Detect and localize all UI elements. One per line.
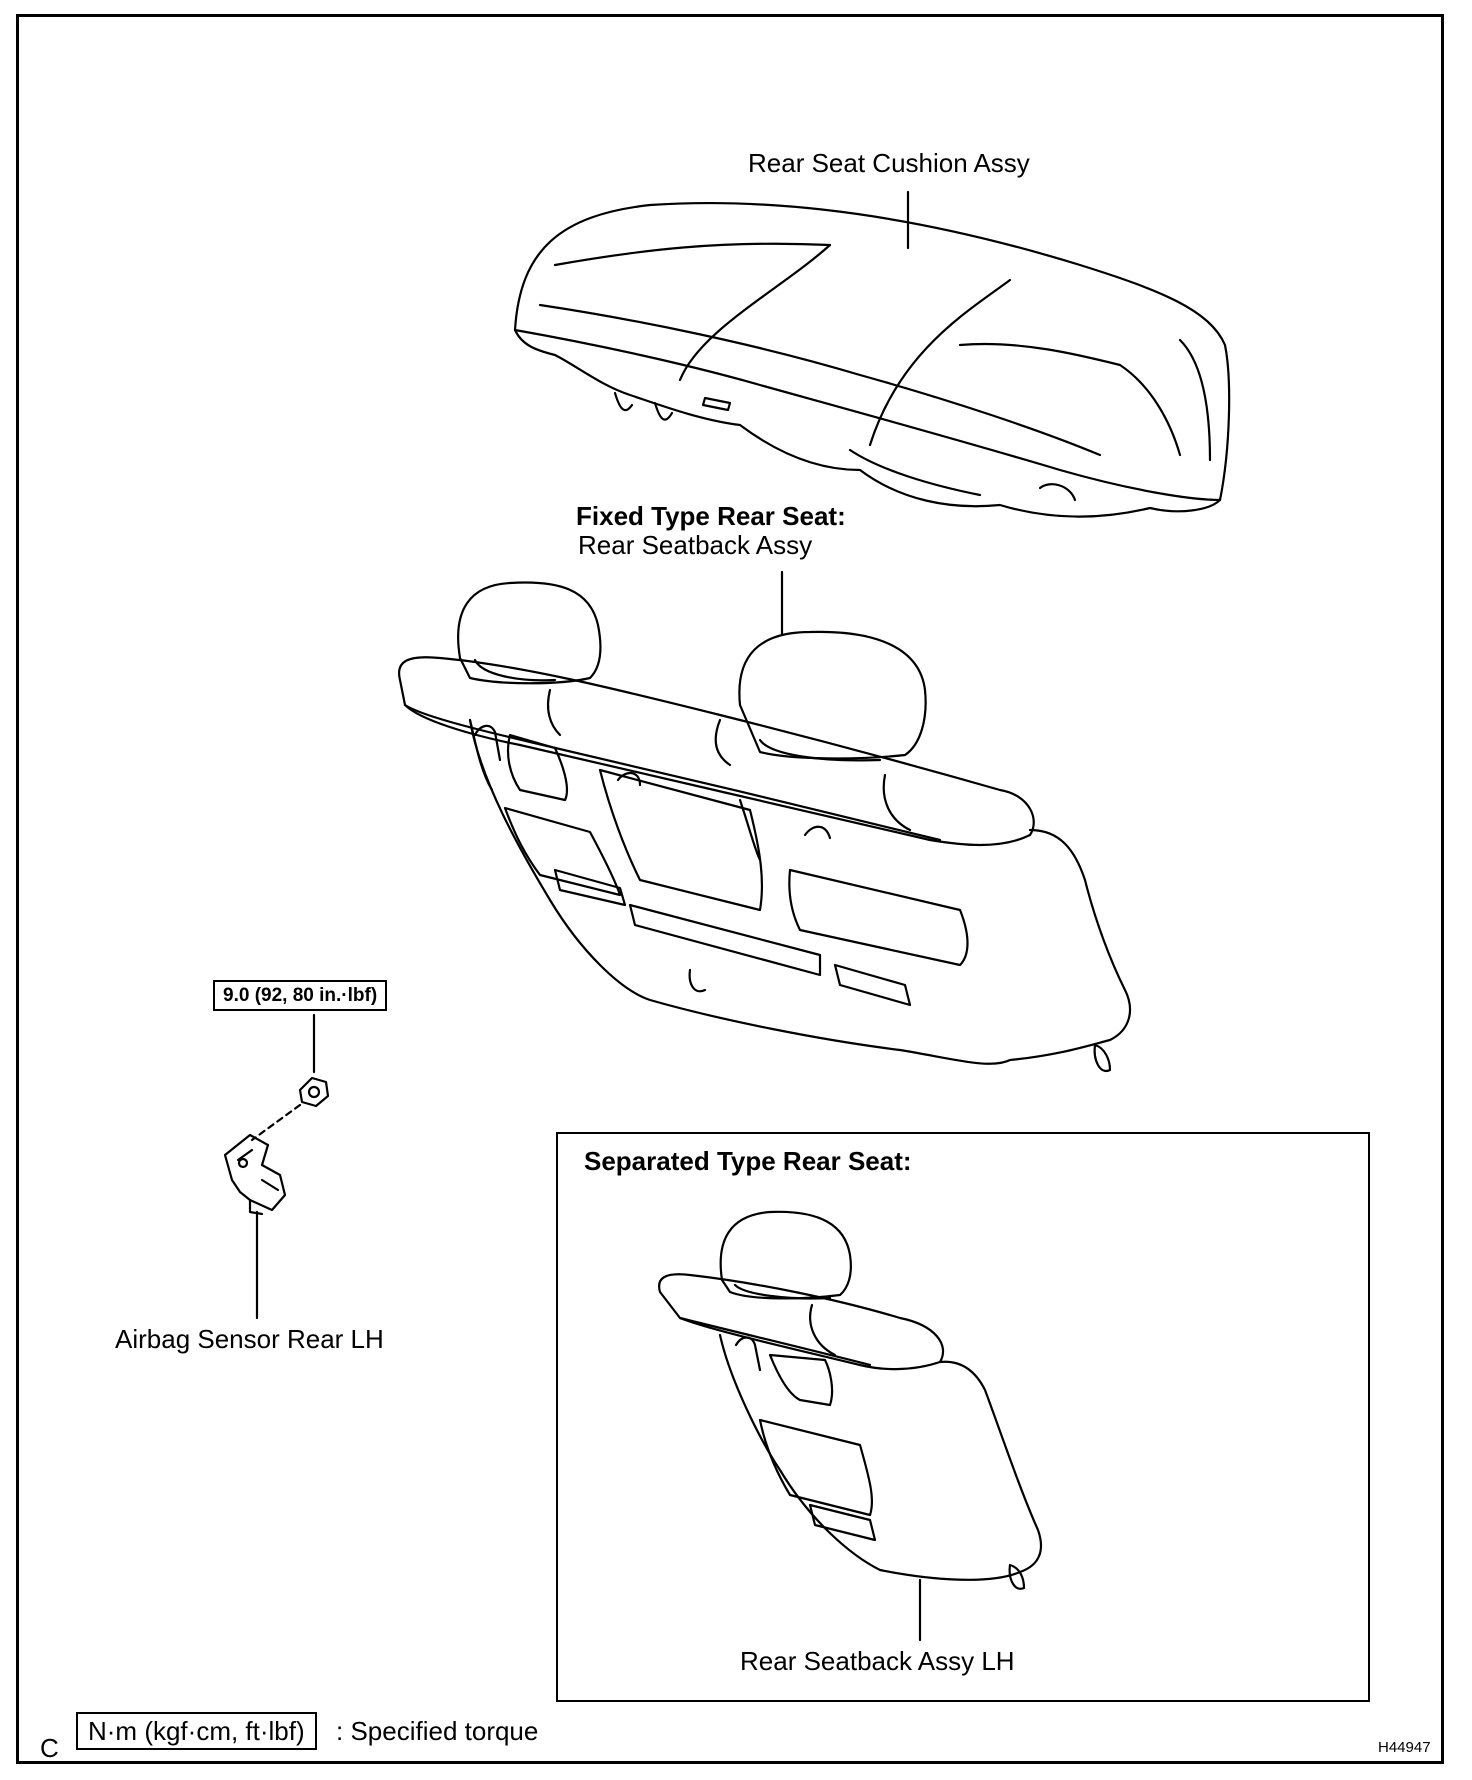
fixed-seatback-drawing	[397, 581, 1132, 1073]
separated-type-inset	[556, 1132, 1370, 1702]
legend-unit-box: N·m (kgf·cm, ft·lbf)	[76, 1712, 317, 1750]
nut-drawing	[298, 1076, 330, 1108]
diagram-frame	[16, 14, 1444, 1764]
airbag-sensor-label: Airbag Sensor Rear LH	[115, 1324, 384, 1354]
rear-seatback-lh-label: Rear Seatback Assy LH	[740, 1646, 1015, 1676]
bolt-dash-line	[250, 1103, 302, 1142]
legend-description: : Specified torque	[336, 1716, 539, 1746]
figure-id: H44947	[1378, 1739, 1431, 1756]
rear-seatback-label: Rear Seatback Assy	[578, 530, 813, 560]
rear-seat-cushion-drawing	[513, 201, 1231, 518]
airbag-sensor-drawing	[223, 1133, 287, 1216]
torque-spec-box: 9.0 (92, 80 in.·lbf)	[213, 980, 388, 1011]
rear-seat-cushion-label: Rear Seat Cushion Assy	[748, 148, 1030, 178]
separated-type-heading: Separated Type Rear Seat:	[584, 1146, 912, 1176]
separated-seatback-drawing	[658, 1210, 1043, 1590]
legend-prefix: C	[40, 1733, 59, 1763]
fixed-type-heading: Fixed Type Rear Seat:	[576, 501, 846, 531]
